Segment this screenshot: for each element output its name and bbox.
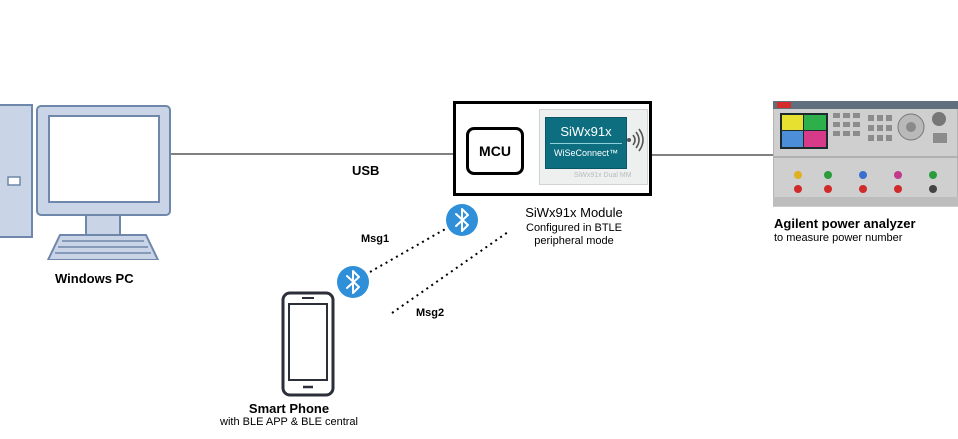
chip-board: SiWx91x WiSeConnect™ SiWx91x Dual MM	[539, 109, 648, 185]
mcu-block: MCU	[466, 127, 524, 175]
module-desc-line2: peripheral mode	[534, 235, 614, 247]
msg2-dotted-line	[391, 231, 509, 314]
module-box: MCU SiWx91x WiSeConnect™ SiWx91x Dual MM	[453, 101, 652, 196]
chip-subtitle: WiSeConnect™	[553, 148, 619, 158]
usb-label: USB	[352, 163, 380, 178]
phone-title: Smart Phone	[248, 401, 330, 416]
mcu-label: MCU	[479, 143, 511, 159]
chip-caption: SiWx91x Dual MM	[574, 172, 632, 179]
bluetooth-icon	[446, 204, 478, 236]
smartphone-icon	[281, 291, 335, 397]
analyzer-title: Agilent power analyzer	[774, 216, 916, 231]
power-analyzer-image	[773, 101, 958, 207]
analyzer-subtitle: to measure power number	[774, 232, 903, 244]
wireless-icon	[627, 128, 644, 152]
module-title: SiWx91x Module	[525, 205, 623, 220]
module-desc-line1: Configured in BTLE	[526, 222, 622, 234]
chip-name: SiWx91x	[560, 124, 612, 139]
msg2-label: Msg2	[416, 307, 445, 319]
msg1-label: Msg1	[361, 233, 390, 245]
computer-icon	[0, 104, 171, 260]
phone-subtitle: with BLE APP & BLE central	[220, 416, 358, 428]
msg1-dotted-line	[369, 227, 448, 273]
chip-divider	[550, 143, 622, 144]
pc-label: Windows PC	[55, 271, 134, 286]
bluetooth-icon	[337, 266, 369, 298]
chip-block: SiWx91x WiSeConnect™	[545, 117, 627, 169]
